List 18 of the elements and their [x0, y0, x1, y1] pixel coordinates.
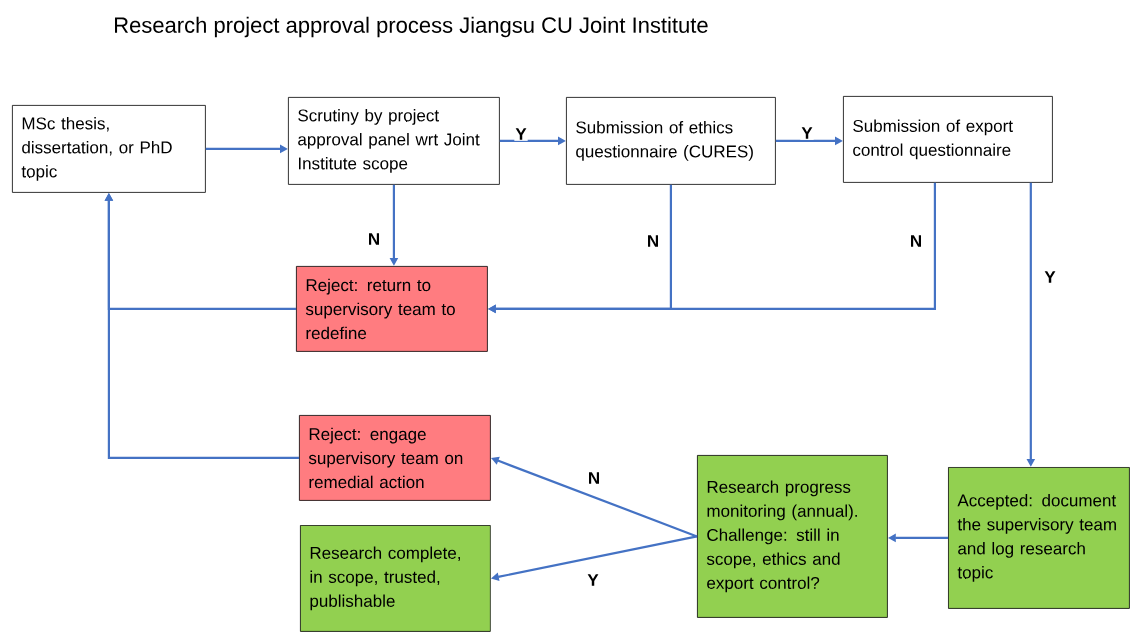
edge-label: Y — [1043, 270, 1057, 284]
reject-box: Reject: return to supervisory team to redefine — [296, 266, 488, 352]
edge-label: N — [645, 234, 661, 248]
title: Research project approval process Jiangsu CU Joint Institute — [115, 16, 708, 38]
edge-label: Y — [800, 126, 814, 140]
edge-label: Y — [586, 573, 600, 587]
process-box: MSc thesis, dissertation, or PhD topic — [12, 105, 206, 193]
reject-box: Reject: engage supervisory team on remedial action — [299, 415, 491, 501]
edge-label: N — [908, 234, 924, 248]
process-box: Submission of ethics questionnaire (CURES) — [566, 97, 776, 185]
process-box: Submission of export control questionnaire — [843, 96, 1053, 183]
outcome-box: Research complete, in scope, trusted, publishable — [300, 525, 491, 632]
edge-label: N — [366, 232, 382, 246]
edge-label: Y — [514, 127, 528, 141]
accepted-box: Accepted: document the supervisory team and log research topic — [948, 467, 1130, 609]
process-box: Research progress monitoring (annual). Challenge: still in scope, ethics and export control? — [697, 455, 888, 618]
process-box: Scrutiny by project approval panel wrt Joint Institute scope — [288, 97, 500, 185]
edge-label: N — [586, 471, 602, 485]
